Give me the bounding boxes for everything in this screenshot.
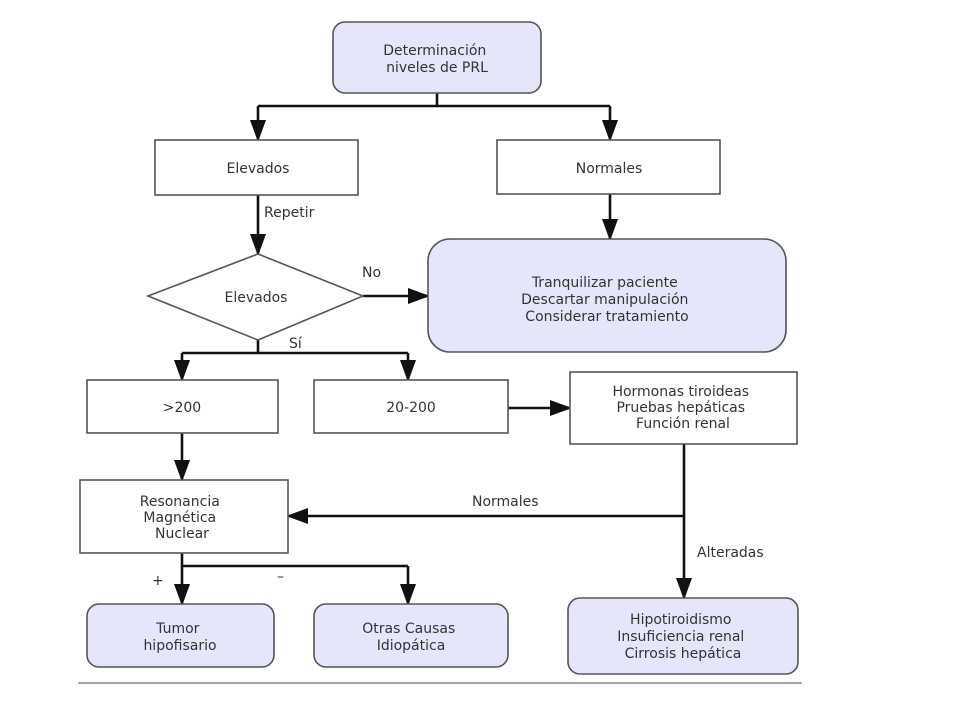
node-otras — [313, 603, 509, 668]
otras-label-line-1: Otras Causas — [362, 621, 455, 637]
normales-label: Normales — [576, 161, 643, 177]
node-range — [313, 379, 509, 434]
start-label: Determinación niveles de PRL — [383, 43, 490, 76]
rmn-label-line-2: Magnética — [143, 510, 216, 526]
otras-label-line-2: Idiopática — [377, 638, 446, 654]
edge-label-repetir: Repetir — [264, 205, 315, 221]
elevados-label-line-1: Elevados — [227, 161, 290, 177]
gt200-label-line-1: >200 — [163, 400, 201, 416]
rmn-label-line-3: Nuclear — [155, 526, 209, 542]
edge-label-alteradas: Alteradas — [697, 545, 764, 561]
tranquilizar-label: Tranquilizar paciente Descartar manipula… — [521, 275, 693, 325]
node-normales — [496, 139, 721, 195]
decision-label: Elevados — [225, 290, 288, 306]
elevados-label: Elevados — [227, 161, 290, 177]
range-label: 20-200 — [386, 400, 436, 416]
edge-label-plus: + — [152, 573, 164, 589]
edges — [174, 93, 692, 606]
tranquilizar-label-line-3: Considerar tratamiento — [525, 309, 688, 325]
node-start — [332, 21, 542, 94]
node-tranquilizar — [427, 238, 787, 353]
tranquilizar-label-line-2: Descartar manipulación — [521, 292, 688, 308]
tranquilizar-label-line-1: Tranquilizar paciente — [531, 275, 678, 291]
nodes — [79, 21, 799, 675]
node-gt200 — [86, 379, 279, 434]
node-hormonas — [569, 371, 798, 445]
hipo-label-line-2: Insuficiencia renal — [617, 629, 744, 645]
tumor-label-line-2: hipofisario — [143, 638, 216, 654]
node-labels: Determinación niveles de PRL Elevados No… — [140, 43, 753, 662]
edge-label-normales: Normales — [472, 494, 539, 510]
otras-label: Otras Causas Idiopática — [362, 621, 459, 654]
edge-label-minus: – — [277, 569, 284, 585]
hipo-label-line-1: Hipotiroidismo — [630, 612, 731, 628]
node-decision — [145, 253, 366, 341]
decision-label-line-1: Elevados — [225, 290, 288, 306]
hipo-label: Hipotiroidismo Insuficiencia renal Cirro… — [617, 612, 749, 662]
normales-label-line-1: Normales — [576, 161, 643, 177]
node-hipo — [567, 597, 799, 675]
node-tumor — [86, 603, 275, 668]
rmn-label: Resonancia Magnética Nuclear — [140, 494, 225, 542]
edge-label-si: Sí — [289, 336, 303, 352]
hipo-label-line-3: Cirrosis hepática — [625, 646, 742, 662]
start-label-line-1: Determinación — [383, 43, 486, 59]
tumor-label-line-1: Tumor — [155, 621, 200, 637]
node-rmn — [79, 479, 289, 554]
hormonas-label-line-1: Hormonas tiroideas — [612, 384, 749, 400]
hormonas-label-line-3: Función renal — [636, 416, 730, 432]
range-label-line-1: 20-200 — [386, 400, 436, 416]
rmn-label-line-1: Resonancia — [140, 494, 220, 510]
start-label-line-2: niveles de PRL — [386, 60, 488, 76]
gt200-label: >200 — [163, 400, 201, 416]
tumor-label: Tumor hipofisario — [143, 621, 216, 654]
hormonas-label-line-2: Pruebas hepáticas — [616, 400, 745, 416]
edge-label-no: No — [362, 265, 381, 281]
edge-labels: Repetir No Sí Normales Alteradas + – — [152, 205, 764, 589]
hormonas-label: Hormonas tiroideas Pruebas hepáticas Fun… — [612, 384, 753, 432]
node-elevados — [154, 139, 359, 196]
